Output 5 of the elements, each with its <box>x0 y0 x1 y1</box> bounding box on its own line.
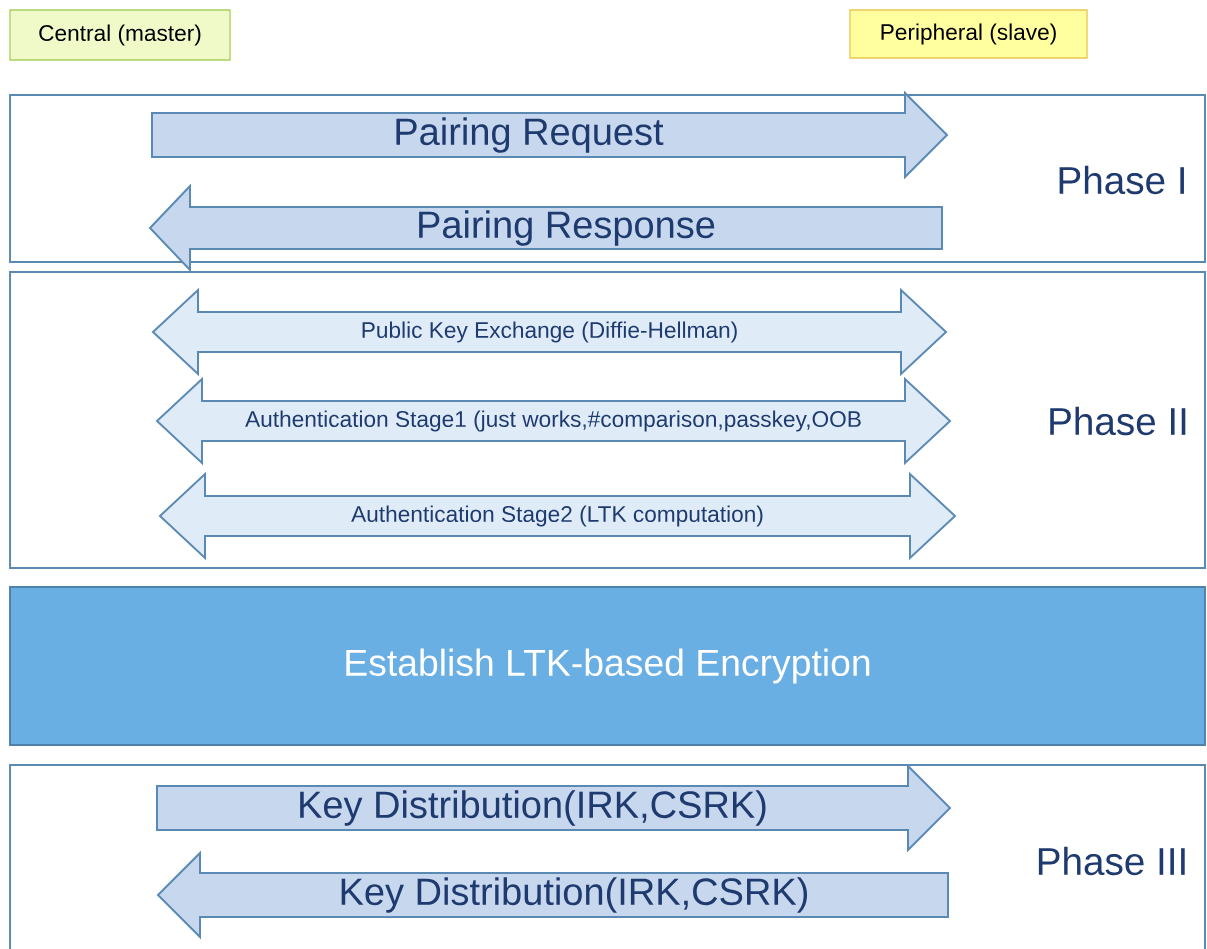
role-box: Central (master) <box>9 9 231 61</box>
role-box: Peripheral (slave) <box>849 9 1088 59</box>
message-banner: Key Distribution(IRK,CSRK) <box>156 763 952 853</box>
encryption-band: Establish LTK-based Encryption <box>9 586 1206 746</box>
message-banner: Pairing Request <box>151 90 949 180</box>
